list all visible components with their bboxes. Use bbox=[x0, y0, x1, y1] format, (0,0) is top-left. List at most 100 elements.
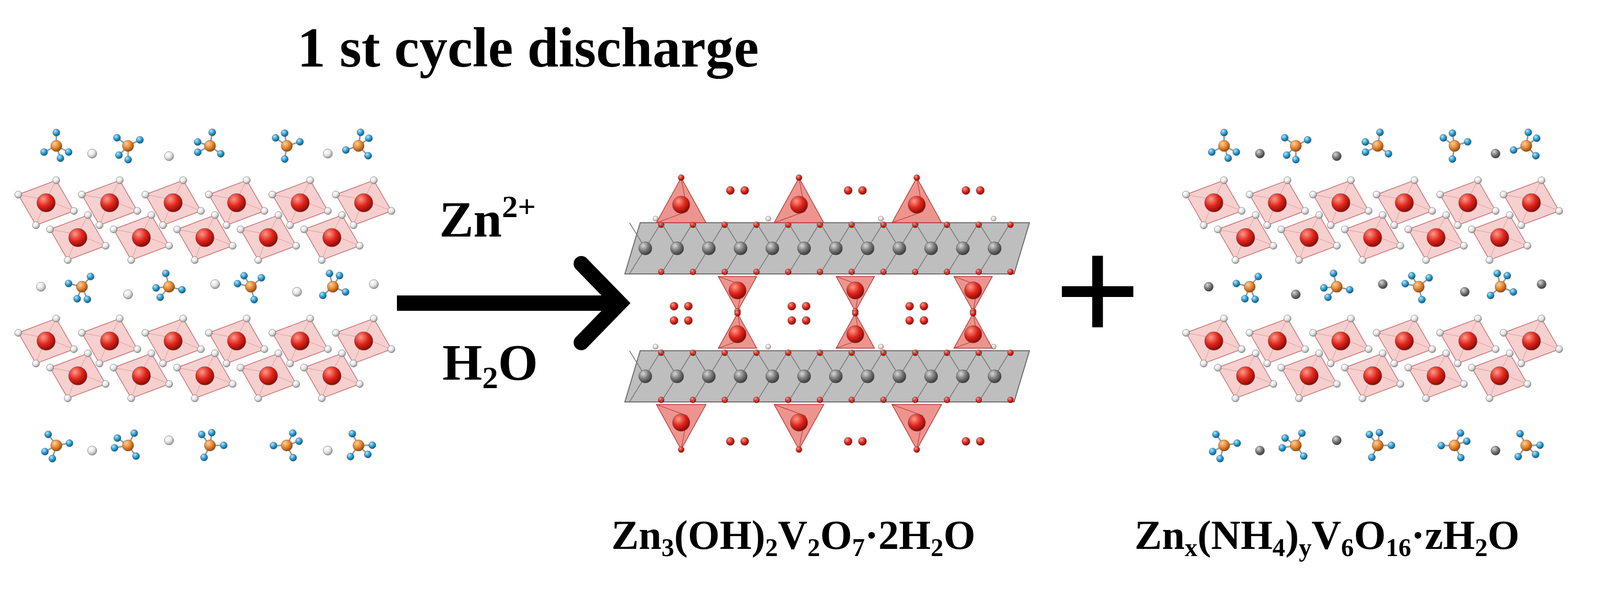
oxygen-atom bbox=[753, 221, 760, 228]
zinc-atom bbox=[860, 241, 875, 256]
hydrogen-atom bbox=[162, 269, 170, 278]
vanadium-atom bbox=[790, 413, 808, 432]
oxygen-atom bbox=[1358, 256, 1366, 264]
oxygen-atom bbox=[387, 207, 395, 215]
vo4-tetrahedron bbox=[954, 313, 993, 349]
zinc-atom bbox=[892, 369, 907, 384]
vanadium-atom bbox=[1395, 331, 1414, 351]
hydrogen-atom bbox=[878, 216, 884, 222]
oxygen-atom bbox=[243, 314, 251, 323]
vo6-octahedron bbox=[1186, 318, 1242, 364]
hydrogen-atom bbox=[1361, 138, 1370, 146]
water-oxygen bbox=[684, 316, 693, 325]
water-oxygen bbox=[684, 302, 693, 311]
oxygen-atom bbox=[1454, 360, 1462, 368]
formula-part: Zn bbox=[1134, 512, 1185, 558]
oxygen-atom bbox=[1309, 329, 1317, 337]
vanadium-atom bbox=[1268, 193, 1287, 213]
vo4-tetrahedron bbox=[774, 404, 825, 450]
oxygen-atom bbox=[721, 268, 728, 276]
water-oxygen bbox=[740, 186, 749, 195]
oxygen-atom bbox=[753, 349, 760, 356]
vanadium-atom bbox=[790, 196, 808, 214]
oxygen-atom bbox=[197, 207, 205, 215]
oxygen-atom bbox=[95, 221, 103, 229]
vanadium-atom bbox=[672, 413, 690, 432]
hydrogen-atom bbox=[335, 271, 344, 280]
oxygen-atom bbox=[689, 396, 697, 404]
oxygen-atom bbox=[848, 268, 855, 276]
hydrogen-atom bbox=[1387, 441, 1396, 450]
oxygen-atom bbox=[211, 211, 219, 219]
oxygen-atom bbox=[1523, 242, 1531, 250]
oxygen-atom bbox=[1214, 364, 1222, 372]
formula-label: Znx(NH4)yV6O16·zH2O bbox=[1134, 514, 1520, 561]
oxygen-atom bbox=[324, 345, 332, 353]
oxygen-atom bbox=[880, 396, 887, 404]
hydrogen-atom bbox=[346, 453, 354, 461]
formula-part: Zn bbox=[439, 191, 502, 248]
formula-label: Zn2+ bbox=[439, 190, 537, 246]
water-oxygen bbox=[858, 186, 867, 195]
oxygen-atom bbox=[689, 268, 697, 276]
vanadium-atom bbox=[846, 281, 865, 300]
oxygen-atom bbox=[70, 345, 78, 353]
nitrogen-atom bbox=[204, 140, 216, 152]
oxygen-atom bbox=[1182, 191, 1190, 199]
zinc-atom bbox=[733, 369, 748, 384]
formula-part: (OH) bbox=[674, 512, 766, 558]
oxygen-atom bbox=[338, 349, 346, 357]
formula-part: x bbox=[1184, 533, 1198, 562]
hydrogen-atom bbox=[991, 216, 997, 222]
hydrogen-atom bbox=[281, 129, 289, 137]
oxygen-atom bbox=[1396, 242, 1404, 250]
oxygen-atom bbox=[795, 174, 803, 181]
vanadium-atom bbox=[1204, 331, 1224, 351]
interlayer-atom bbox=[1378, 279, 1388, 289]
oxygen-atom bbox=[1491, 345, 1500, 353]
hydrogen-atom bbox=[1532, 134, 1541, 142]
oxygen-atom bbox=[141, 329, 150, 337]
oxygen-atom bbox=[816, 349, 824, 356]
vo6-octahedron bbox=[1217, 215, 1274, 261]
oxygen-atom bbox=[1491, 207, 1500, 215]
hydrogen-atom bbox=[765, 344, 771, 350]
interlayer-atom bbox=[87, 446, 97, 456]
interlayer-atom bbox=[1332, 435, 1342, 446]
nitrogen-atom bbox=[1290, 140, 1302, 152]
oxygen-atom bbox=[721, 396, 728, 404]
oxygen-atom bbox=[1263, 221, 1271, 229]
oxygen-atom bbox=[1474, 176, 1482, 184]
zinc-atom bbox=[670, 369, 684, 384]
oxygen-atom bbox=[14, 191, 23, 199]
oxygen-atom bbox=[1231, 394, 1239, 403]
interlayer-atom bbox=[1490, 446, 1501, 456]
oxygen-atom bbox=[1364, 207, 1373, 215]
oxygen-atom bbox=[1333, 242, 1341, 250]
oxygen-atom bbox=[912, 396, 919, 404]
oxygen-atom bbox=[205, 329, 213, 337]
oxygen-atom bbox=[1347, 314, 1355, 323]
vanadium-atom bbox=[163, 193, 183, 213]
hydrogen-atom bbox=[194, 138, 202, 146]
vo6-octahedron bbox=[1344, 215, 1401, 261]
vanadium-atom bbox=[259, 228, 278, 247]
interlayer-atom bbox=[36, 282, 46, 292]
hydrogen-atom bbox=[1281, 434, 1289, 442]
oxygen-atom bbox=[1460, 242, 1468, 250]
formula-part: y bbox=[1298, 533, 1312, 562]
hydrogen-atom bbox=[40, 148, 48, 156]
oxygen-atom bbox=[387, 345, 395, 353]
oxygen-atom bbox=[1269, 242, 1277, 250]
hydrogen-atom bbox=[1282, 151, 1291, 159]
interlayer-atom bbox=[292, 287, 302, 297]
hydrogen-atom bbox=[1457, 454, 1465, 462]
hydrogen-atom bbox=[1367, 453, 1376, 461]
water-oxygen bbox=[844, 437, 853, 446]
oxygen-atom bbox=[205, 191, 213, 199]
interlayer-atom bbox=[164, 435, 174, 446]
water-oxygen bbox=[802, 302, 811, 311]
hydrogen-atom bbox=[878, 344, 884, 350]
hydrogen-atom bbox=[52, 129, 60, 137]
oxygen-atom bbox=[658, 268, 665, 276]
